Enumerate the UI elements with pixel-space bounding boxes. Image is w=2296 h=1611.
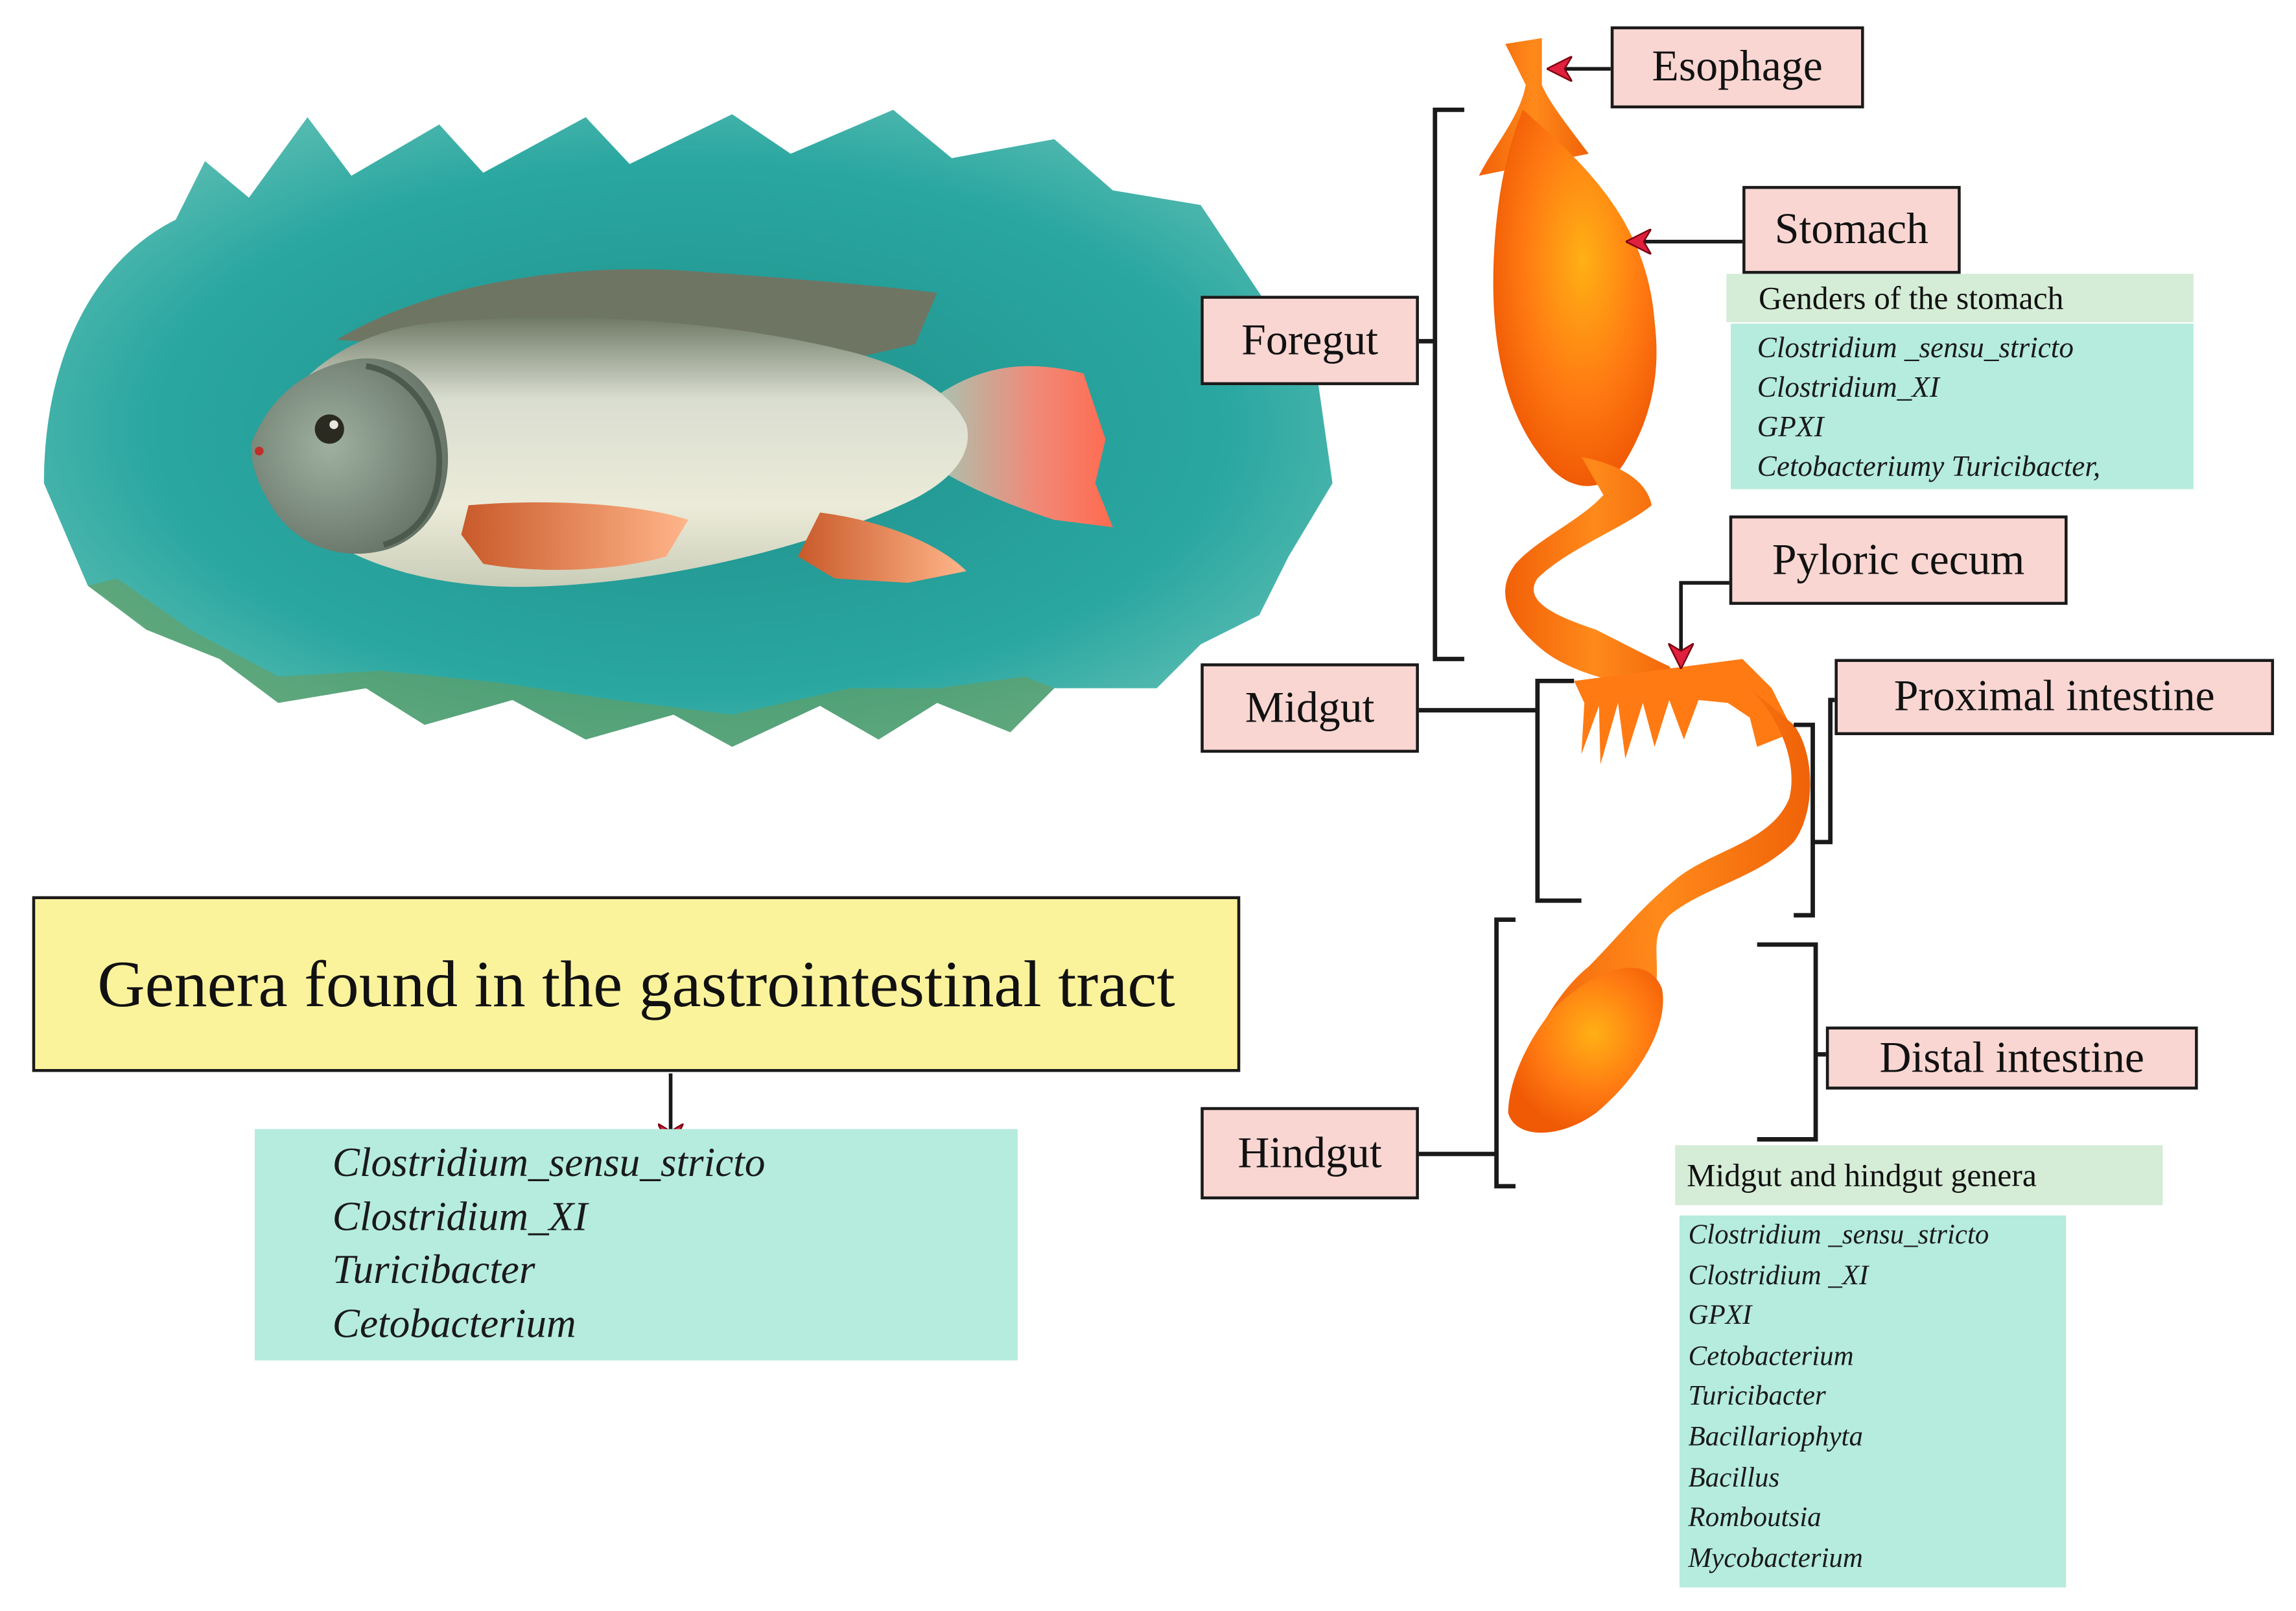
list-item: Clostridium _sensu_stricto xyxy=(1757,332,2074,365)
list-item: Turicibacter xyxy=(1688,1381,1826,1413)
stomach-genera-list: Clostridium _sensu_stricto Clostridium_X… xyxy=(1731,323,2194,489)
esophage-label: Esophage xyxy=(1610,26,1864,109)
foregut-label: Foregut xyxy=(1201,296,1419,386)
tract-genera-title: Genera found in the gastrointestinal tra… xyxy=(32,896,1241,1072)
list-item: Clostridium _XI xyxy=(1688,1260,1869,1291)
stomach-shape xyxy=(1493,110,1657,486)
gill-cover xyxy=(365,363,443,548)
list-item: Bacillariophyta xyxy=(1688,1422,1863,1453)
fish-head xyxy=(251,358,449,554)
midgut-bracket xyxy=(1535,679,1582,903)
hindgut-bracket xyxy=(1494,917,1516,1189)
esophagus-shape xyxy=(1479,38,1589,176)
list-item: Clostridium_sensu_stricto xyxy=(332,1140,766,1186)
list-item: Bacillus xyxy=(1688,1462,1780,1494)
list-item: Turicibacter xyxy=(332,1247,535,1293)
connectors xyxy=(1417,108,1835,1189)
pyloric-cecum-arrow xyxy=(1681,581,1731,666)
stomach-genera-header: Genders of the stomach xyxy=(1726,274,2194,322)
foregut-bracket xyxy=(1433,108,1464,661)
fish-mouth xyxy=(255,446,264,456)
anal-fin xyxy=(798,512,966,583)
fish-body xyxy=(263,318,968,587)
proximal-bracket xyxy=(1794,722,1815,918)
midhind-genera-header: Midgut and hindgut genera xyxy=(1675,1145,2163,1206)
pelvic-fin xyxy=(461,502,688,570)
pyloric-cecum-shape xyxy=(1574,659,1794,765)
fish-eye-highlight xyxy=(329,420,338,429)
list-item: Clostridium_XI xyxy=(1757,371,1939,405)
hindgut-label: Hindgut xyxy=(1201,1107,1419,1200)
proximal-connector xyxy=(1812,698,1835,845)
stomach-label: Stomach xyxy=(1742,185,1961,274)
distal-bracket xyxy=(1757,942,1818,1142)
distal-bulb-shape xyxy=(1508,967,1663,1133)
list-item: Cetobacterium xyxy=(332,1301,576,1347)
list-item: Romboutsia xyxy=(1688,1502,1822,1534)
tract-genera-list: Clostridium_sensu_stricto Clostridium_XI… xyxy=(255,1129,1018,1361)
list-item: Cetobacteriumy Turicibacter, xyxy=(1757,451,2101,484)
midgut-label: Midgut xyxy=(1201,663,1419,753)
proximal-intestine-label: Proximal intestine xyxy=(1834,659,2275,735)
water-splash-speckle xyxy=(88,578,1055,747)
list-item: Clostridium _sensu_stricto xyxy=(1688,1219,1989,1251)
list-item: GPXI xyxy=(1757,411,1824,444)
gut-illustration xyxy=(1479,38,1810,1133)
fish-illustration xyxy=(43,110,1333,747)
fish-eye xyxy=(314,414,344,444)
pyloric-cecum-label: Pyloric cecum xyxy=(1729,515,2068,605)
list-item: Clostridium_XI xyxy=(332,1194,588,1240)
distal-intestine-label: Distal intestine xyxy=(1825,1026,2198,1090)
midhind-genera-list: Clostridium _sensu_stricto Clostridium _… xyxy=(1679,1215,2067,1588)
pyloric-duct-shape xyxy=(1505,456,1684,688)
list-item: GPXI xyxy=(1688,1300,1752,1332)
list-item: Mycobacterium xyxy=(1688,1543,1863,1574)
tail-fin xyxy=(937,366,1113,528)
list-item: Cetobacterium xyxy=(1688,1341,1854,1372)
